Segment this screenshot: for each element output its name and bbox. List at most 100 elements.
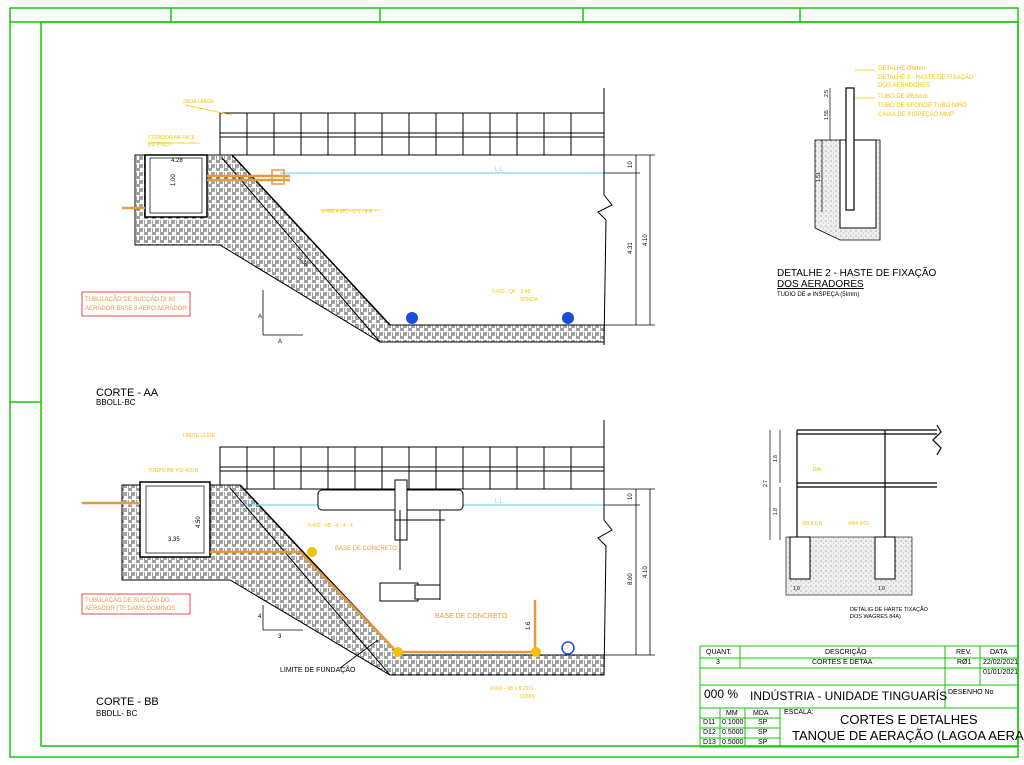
tb-desc: CORTES E DETAA: [812, 659, 873, 666]
detail-2: [814, 69, 881, 241]
railing-aa: [219, 112, 605, 156]
tb-h-mda: MDA: [753, 710, 769, 717]
detail-2-note-1: DETALHE 2 - HASTE DE FIXAÇÃO: [878, 74, 974, 81]
detail-2-dim-0: 2.5: [824, 90, 830, 97]
tb-date-2: 01/01/2021: [983, 669, 1019, 676]
dim-right-aa-top: 10: [628, 161, 634, 168]
detail-marker-aa-1: [406, 312, 418, 324]
tb-h-quant: QUANT.: [706, 649, 732, 656]
tb-desenho: DESENHO No: [948, 689, 994, 696]
detail-marker-bb: [561, 641, 575, 655]
detail-3-dim-4: 1.0: [878, 586, 885, 592]
tb-title-2: TANQUE DE AERAÇÃO (LAGOA AERADA): [792, 728, 1024, 743]
detail-2-subtitle: TUDIO DE ⌀ INSPEÇA (5Imm): [777, 292, 859, 298]
section-bb: [81, 420, 655, 676]
foundation-label: LIMITE DE FUNDAÇÃO: [280, 665, 356, 674]
tb-date-1: 22/02/2021: [983, 659, 1019, 666]
tb-row-0-mda: SP: [758, 719, 768, 726]
detail-2-note-2: DOS AERADORES: [878, 83, 930, 89]
axis-bb-1: 4: [258, 614, 262, 620]
tb-h-rev: REV.: [956, 649, 972, 656]
title-block-grid: [699, 645, 1019, 748]
inspection-box-bb: [139, 481, 211, 558]
water-level-bb: L L: [495, 499, 504, 505]
detail-3-note-0: 1Mk: [812, 467, 822, 473]
detail-2-note-0: DETALHE Ø6mm: [878, 66, 925, 72]
tb-rev: RØ1: [957, 659, 972, 666]
water-level-aa: L L: [495, 167, 504, 173]
suction-pipe-aa: [122, 174, 290, 210]
railing-bb: [219, 446, 605, 490]
note-bottom-bb-2: (1000): [520, 694, 535, 700]
tb-row-2-mm: 0.5000: [722, 739, 744, 746]
title-block: QUANT. DESCRIÇÃO REV. DATA 3 CORTES E DE…: [700, 646, 1024, 748]
detail-2-note-3: TUBO DE Ø63mm: [878, 94, 928, 100]
tb-percent: 000 %: [704, 687, 739, 701]
sheet-border: [9, 7, 1019, 758]
pipe-note-bb-1: TUBULAÇÃO DE SUCÇÃO DO: [85, 597, 170, 604]
detail-marker-aa-2: [562, 312, 574, 324]
detail-2-title-2: DOS AERADORES: [777, 279, 864, 290]
section-bb-title: CORTE - BB: [96, 696, 159, 708]
detail-3-note-2: ΦB4 6/01: [848, 521, 869, 527]
tb-row-2-code: D13: [703, 739, 716, 746]
axis-aa-1: A: [258, 314, 262, 320]
note-slope-bb: 0.400 - 4B - 4 - 4 - 4: [308, 523, 353, 529]
note-bottom-aa-2: SONDA: [520, 297, 538, 303]
label-box-bb: TORPO BB YGI 400 B: [148, 468, 199, 474]
label-top-bb: LIMITE LEIDE: [183, 433, 216, 439]
dim-right-aa-1: 4.31: [628, 242, 634, 254]
tb-row-1-mda: SP: [758, 729, 768, 736]
aerator-bb: [317, 479, 464, 602]
detail-3-dim-3: 1.0: [793, 586, 800, 592]
dim-right-aa-2: 4.10: [643, 234, 649, 246]
dim-right-bb-top: 10: [628, 493, 634, 500]
tb-row-1-mm: 0.5000: [722, 729, 744, 736]
note-bottom-bb-1: 0.010 - 1B 1.8 2011: [490, 686, 534, 692]
dim-width-aa: 4.28: [171, 158, 183, 164]
detail-2-title-1: DETALHE 2 - HASTE DE FIXAÇÃO: [777, 266, 937, 279]
detail-3-dim-2: 1.8: [773, 508, 779, 515]
concrete-label-1: BASE DE CONCRETO: [335, 546, 397, 552]
detail-3-note-1: ΦB 8.6 B: [802, 521, 823, 527]
tb-quant: 3: [716, 659, 720, 666]
detail-2-note-4: TUBO DE SPONGE TUBO NIRO: [878, 103, 967, 109]
detail-3: [769, 424, 942, 596]
tb-title-1: CORTES E DETALHES: [840, 712, 978, 727]
tb-h-mm: MM: [726, 710, 738, 717]
dim-height-aa: 1.00: [171, 174, 177, 186]
suction-pipe-bb: [82, 501, 540, 654]
section-bb-subtitle: BBDLL- BC: [96, 709, 138, 718]
tb-row-0-code: D11: [703, 719, 716, 726]
note-bottom-aa-1: 0.420 - QK - 3.40: [492, 289, 531, 295]
dim-right-bb-1: 8.00: [628, 573, 634, 585]
label-box-aa-2: DO POÇO: [148, 142, 172, 148]
dim-height-bb: 4.50: [196, 516, 202, 528]
pipe-note-bb-2: AERADOR (TE DAMS DOMINOS: [85, 606, 175, 612]
dim-width-bb: 3.35: [168, 537, 180, 543]
detail-2-note-5: CAIXA DE INSPEÇÃO MMP: [878, 111, 954, 118]
detail-3-dim-1: 2.7: [763, 480, 769, 487]
dim-right-bb-2: 4.10: [643, 566, 649, 578]
dim-pipe-bb: 1.6: [526, 621, 532, 630]
axis-bb-2: 3: [278, 634, 282, 640]
detail-3-caption-2: DOS WAGRES 84A): [850, 614, 901, 620]
detail-3-dim-0: 1.8: [773, 455, 779, 462]
axis-aa-2: A: [278, 339, 282, 345]
pipe-note-aa-1: TUBULAÇÃO DE SUCÇÃO DI 80: [85, 296, 176, 303]
section-aa-title: CORTE - AA: [96, 387, 159, 399]
label-top-aa: ZADA LARGE: [183, 99, 215, 105]
tb-company: INDÚSTRIA - UNIDADE TINGUARÍS: [750, 689, 948, 703]
section-aa-subtitle: BBOLL-BC: [96, 398, 136, 407]
tb-row-1-code: D12: [703, 729, 716, 736]
pipe-note-aa-2: AERADOR BASE 3 AERO AERADOR: [85, 306, 187, 312]
detail-2-dim-2: 1.51: [816, 172, 822, 182]
inspection-box-aa: [144, 154, 208, 218]
tb-h-data: DATA: [990, 649, 1008, 656]
detail-2-dim-1: 1.55: [824, 110, 830, 120]
note-slope-aa: 0.480 4 MC - Q 1 - 4.4: [322, 209, 372, 215]
tb-escala: ESCALA:: [784, 709, 814, 716]
tb-row-2-mda: SP: [758, 739, 768, 746]
detail-3-caption-1: DETALIG DE HARTE TIXAÇÃO: [850, 606, 929, 613]
